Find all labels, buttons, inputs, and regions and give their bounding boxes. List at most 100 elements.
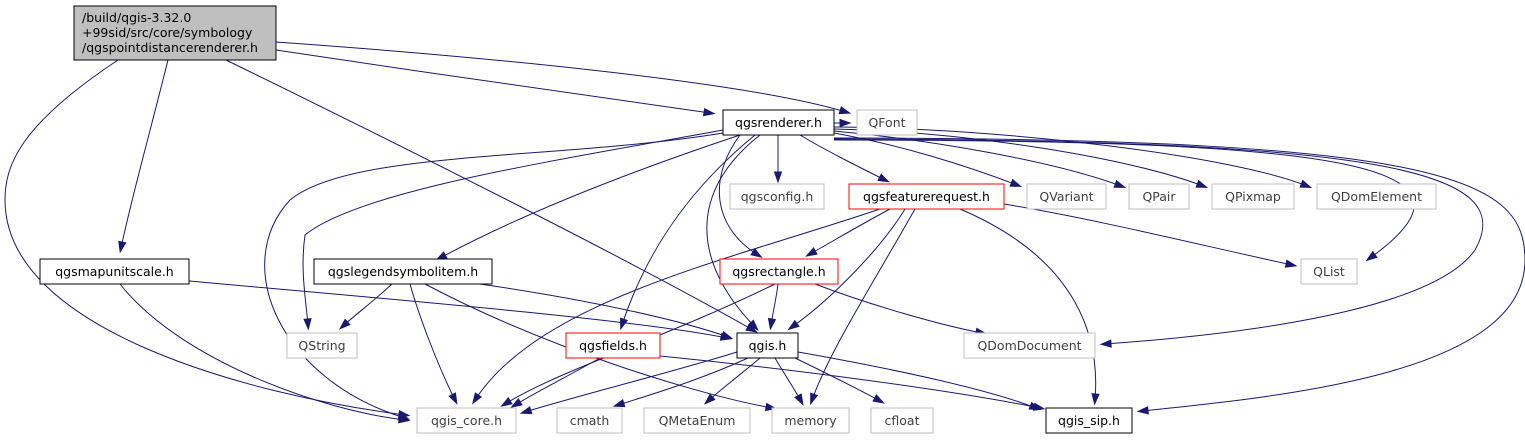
edge-qgsfeaturerequest-to-qgis_sip	[959, 208, 1100, 406]
edge-qgis-to-qgis_sip	[797, 351, 1042, 411]
edge-line	[120, 59, 169, 249]
node-label: memory	[784, 413, 837, 428]
node-box	[416, 407, 517, 434]
node-box	[565, 332, 661, 359]
node-box	[286, 332, 358, 359]
edge-root-to-qgsmapunitscale	[118, 59, 169, 254]
node-qgis_sip[interactable]: qgis_sip.h	[1045, 407, 1133, 434]
edges-layer	[4, 41, 1525, 424]
node-label: QMetaEnum	[659, 413, 736, 428]
edge-line	[119, 283, 406, 421]
edge-qgsrenderer-to-qstring	[302, 129, 724, 331]
edge-line	[659, 355, 1041, 409]
node-qlist: QList	[1300, 258, 1358, 285]
node-box	[1045, 407, 1133, 434]
edge-line	[794, 357, 881, 402]
edge-arrowhead	[1365, 250, 1378, 262]
edge-arrowhead	[872, 394, 885, 404]
edge-qgsrenderer-to-qdomelement	[833, 126, 1313, 189]
node-qgsrenderer[interactable]: qgsrenderer.h	[722, 109, 835, 136]
edge-line	[621, 134, 756, 326]
edge-arrowhead	[118, 240, 127, 254]
node-box	[848, 183, 1005, 210]
edge-arrowhead	[838, 106, 852, 115]
edge-arrowhead	[1099, 339, 1112, 348]
node-qgslegendsymbolitem[interactable]: qgslegendsymbolitem.h	[313, 258, 493, 285]
edge-arrowhead	[1299, 179, 1313, 189]
node-label: qgsconfig.h	[741, 189, 814, 204]
edge-qgsfeaturerequest-to-qgis_core	[471, 208, 881, 405]
node-box	[556, 407, 623, 434]
edge-arrowhead	[612, 399, 626, 408]
edge-root-to-qgsrenderer	[275, 49, 716, 117]
edge-line	[959, 208, 1097, 401]
edge-arrowhead	[720, 330, 734, 339]
edge-line	[799, 134, 886, 181]
node-box	[643, 407, 751, 434]
edge-arrowhead	[1113, 179, 1127, 188]
edge-root-to-qgis_core	[4, 59, 411, 419]
node-qdomdocument: QDomDocument	[963, 332, 1096, 359]
node-qpixmap: QPixmap	[1211, 183, 1295, 210]
node-label: QDomDocument	[977, 338, 1081, 353]
node-label: cfloat	[885, 413, 920, 428]
node-memory: memory	[771, 407, 850, 434]
node-qgsmapunitscale[interactable]: qgsmapunitscale.h	[39, 258, 190, 285]
edge-line	[797, 351, 1037, 409]
node-qpair: QPair	[1128, 183, 1190, 210]
edge-arrowhead	[810, 392, 819, 406]
node-qgsfeaturerequest[interactable]: qgsfeaturerequest.h	[848, 183, 1005, 210]
edge-line	[809, 208, 891, 255]
edge-qgsfields-to-qgis_sip	[659, 355, 1046, 411]
edge-qgsrectangle-to-qgis	[767, 283, 779, 331]
edge-arrowhead	[1195, 179, 1209, 188]
edge-line	[706, 134, 761, 328]
edge-line	[718, 134, 759, 256]
node-qgis_core: qgis_core.h	[416, 407, 517, 434]
edge-root-to-qfont	[275, 41, 852, 115]
node-box	[963, 332, 1096, 359]
edge-qgsrenderer-to-qgsfeaturerequest	[799, 134, 890, 183]
edge-line	[275, 41, 847, 113]
node-root[interactable]: /build/qgis-3.32.0+99sid/src/core/symbol…	[73, 5, 277, 61]
edge-line	[833, 139, 1415, 259]
edge-line	[439, 134, 741, 259]
node-label: cmath	[570, 413, 610, 428]
edge-line	[791, 208, 906, 328]
node-qgsrectangle[interactable]: qgsrectangle.h	[719, 258, 839, 285]
edge-qgsrenderer-to-qgis	[706, 134, 761, 331]
node-box	[729, 183, 825, 210]
node-label: /qgspointdistancerenderer.h	[82, 40, 258, 55]
node-label: +99sid/src/core/symbology	[82, 25, 253, 40]
edge-arrowhead	[703, 393, 716, 405]
edge-arrowhead	[500, 397, 513, 407]
edge-arrowhead	[1028, 401, 1042, 411]
node-label: qgsrenderer.h	[735, 115, 822, 130]
node-qmetaenum: QMetaEnum	[643, 407, 751, 434]
node-cmath: cmath	[556, 407, 623, 434]
edge-line	[833, 138, 1484, 345]
node-box	[856, 109, 918, 136]
node-qgis[interactable]: qgis.h	[736, 332, 799, 359]
edge-qgsfeaturerequest-to-qgsrectangle	[805, 208, 891, 257]
edge-arrowhead	[510, 398, 523, 408]
node-label: qgis_sip.h	[1058, 413, 1120, 428]
node-qgsfields[interactable]: qgsfields.h	[565, 332, 661, 359]
node-label: QString	[298, 338, 345, 353]
edge-line	[774, 357, 802, 402]
edge-arrowhead	[877, 173, 890, 183]
node-label: QPixmap	[1225, 189, 1281, 204]
edge-line	[302, 129, 724, 326]
node-qdomelement: QDomElement	[1316, 183, 1437, 210]
node-label: qgsfields.h	[579, 338, 647, 353]
node-label: qgsmapunitscale.h	[55, 264, 173, 279]
node-qvariant: QVariant	[1026, 183, 1107, 210]
edge-arrowhead	[1136, 406, 1149, 415]
node-cfloat: cfloat	[870, 407, 934, 434]
node-box	[722, 109, 835, 136]
edge-qgsrenderer-to-qgsrectangle	[718, 134, 763, 258]
edge-arrowhead	[839, 118, 852, 128]
node-box	[39, 258, 190, 285]
edge-arrowhead	[338, 318, 351, 330]
node-label: QDomElement	[1331, 189, 1422, 204]
